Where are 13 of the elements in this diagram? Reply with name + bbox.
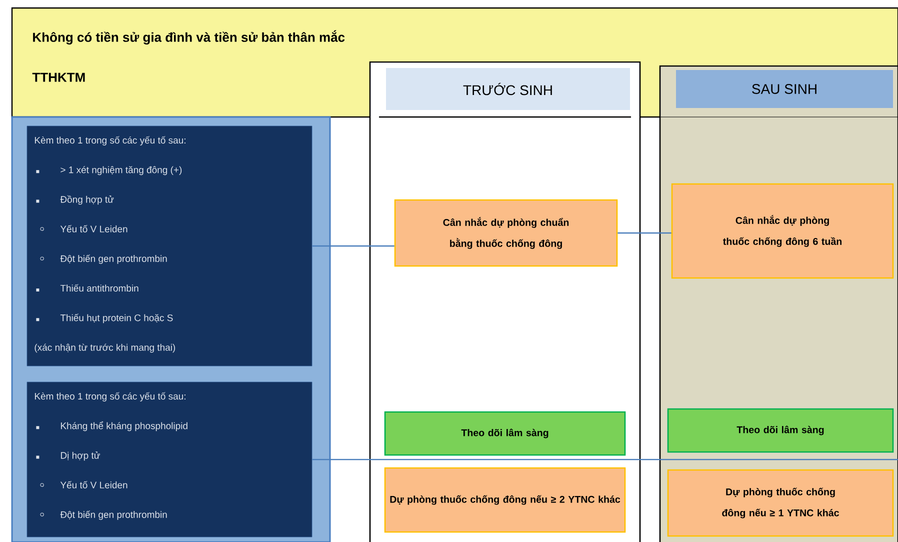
connector-line <box>312 458 898 460</box>
criteria-box: Kèm theo 1 trong số các yếu tố sau: > 1 xét nghiệm tăng đông (+) Đồng hợp tử Yếu tố V Leiden Đột biến gen prothrombin Thiếu antithrombin Thiếu hụt protein C hoặc S (xác nhận từ trước khi mang thai) <box>26 126 312 366</box>
action-box: Cân nhắc dự phòng thuốc chống đông 6 tuần <box>671 183 894 279</box>
action-box: Cân nhắc dự phòng chuẩn bằng thuốc chống đông <box>394 199 618 267</box>
column-header: SAU SINH <box>676 70 893 108</box>
column-header: TRƯỚC SINH <box>386 68 630 110</box>
monitor-box: Theo dõi lâm sàng <box>667 408 894 453</box>
monitor-box: Theo dõi lâm sàng <box>384 411 626 456</box>
connector-line <box>312 245 394 247</box>
action-box: Dự phòng thuốc chống đông nếu ≥ 2 YTNC khác <box>384 467 626 533</box>
action-box: Dự phòng thuốc chống đông nếu ≥ 1 YTNC khác <box>667 469 894 537</box>
criteria-box: Kèm theo 1 trong số các yếu tố sau: Kháng thể kháng phospholipid Dị hợp tử Yếu tố V Leiden Đột biến gen prothrombin <box>26 382 312 538</box>
connector-line <box>618 232 672 234</box>
